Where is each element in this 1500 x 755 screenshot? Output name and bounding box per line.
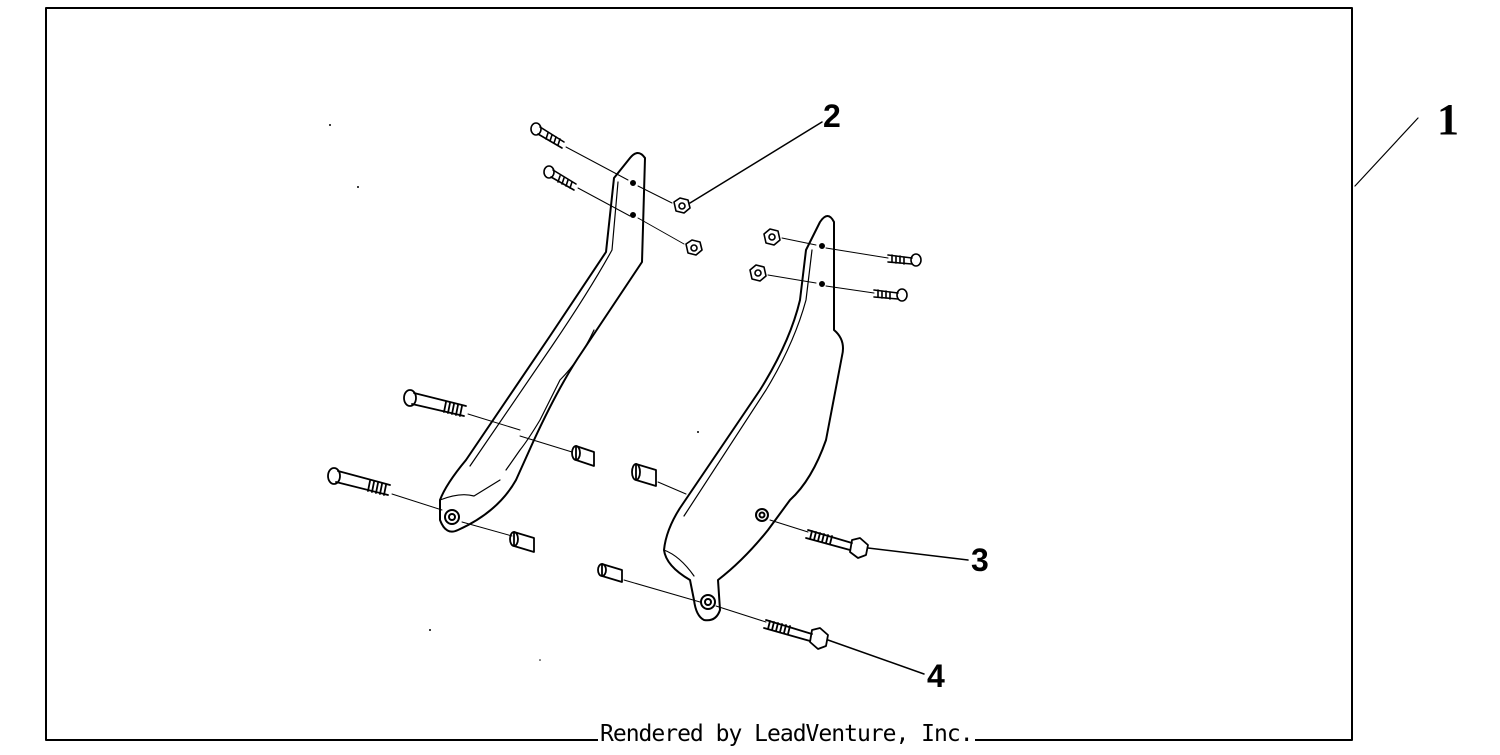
nut-right-top-2	[749, 264, 767, 282]
axis-line	[637, 217, 685, 245]
render-credit: Rendered by LeadVenture, Inc.	[598, 721, 975, 748]
small-bolt-top-left-2	[543, 165, 577, 191]
callout-3: 3	[971, 542, 989, 578]
axis-line	[657, 481, 687, 495]
spacer-lower-right	[597, 563, 623, 583]
small-bolt-right-2	[873, 288, 908, 302]
axis-line	[825, 285, 875, 294]
long-bolt-left-lower	[327, 467, 391, 496]
leader-line-3	[867, 547, 969, 561]
axis-line	[825, 247, 889, 259]
axis-line	[391, 493, 443, 511]
left-bracket	[439, 152, 646, 533]
small-bolt-right-1	[887, 253, 922, 267]
axis-line	[519, 435, 573, 453]
bolt-part-3	[805, 529, 869, 559]
specks	[329, 124, 699, 661]
axis-line	[461, 521, 513, 537]
nut-upper-2	[685, 239, 703, 256]
axis-line	[565, 146, 629, 181]
axis-line	[637, 185, 673, 204]
axis-line	[781, 237, 817, 246]
bolt-part-4	[763, 619, 829, 650]
nut-part-2-upper	[673, 197, 691, 214]
axis-line	[577, 187, 631, 217]
callout-4: 4	[927, 658, 945, 694]
diagram-frame	[45, 7, 1353, 741]
axis-line	[769, 519, 809, 533]
callout-2: 2	[823, 98, 841, 134]
axis-line	[467, 413, 521, 431]
spacer-left-upper	[571, 445, 595, 467]
axis-line	[767, 274, 817, 284]
callout-1: 1	[1437, 95, 1459, 144]
nut-right-top-1	[763, 228, 781, 246]
right-bracket	[663, 215, 844, 622]
leader-line-2	[689, 121, 823, 204]
long-bolt-left-upper	[403, 389, 467, 417]
small-bolt-top-left-1	[530, 122, 565, 149]
leader-line-1	[1354, 117, 1419, 187]
spacer-center	[631, 463, 657, 487]
axis-line	[623, 579, 701, 603]
axis-line	[715, 605, 767, 623]
leader-line-4	[827, 639, 925, 675]
spacer-left-lower	[509, 531, 535, 553]
